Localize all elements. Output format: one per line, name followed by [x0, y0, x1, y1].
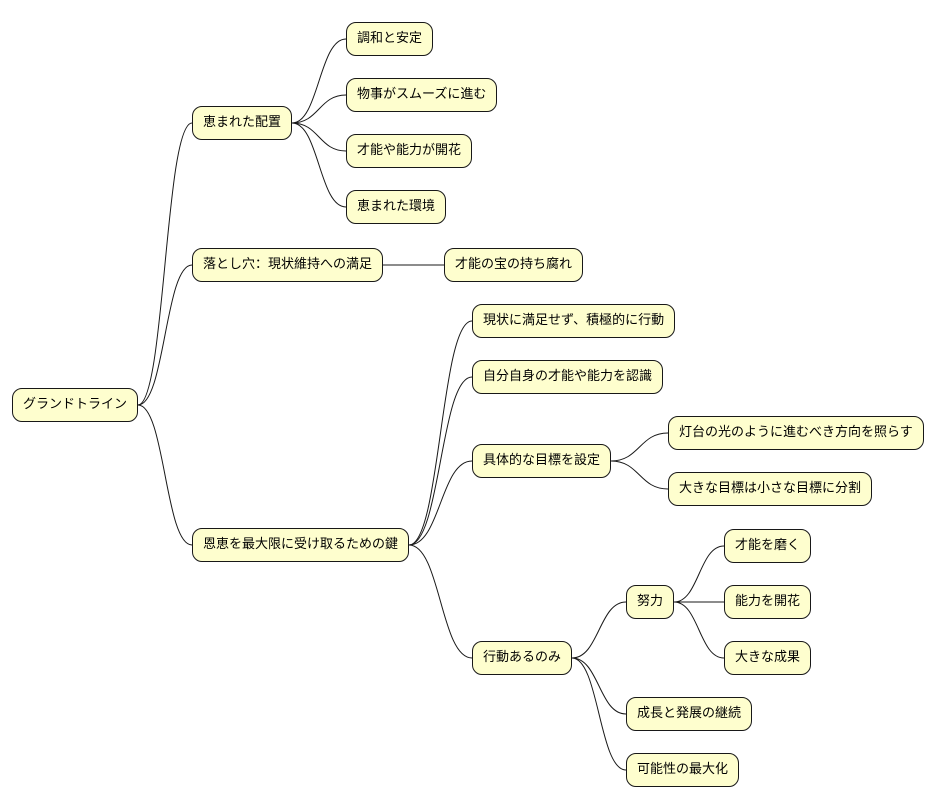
connector-line [291, 38, 347, 124]
leaf-node-continued-growth: 成長と発展の継続 [626, 697, 753, 731]
leaf-node-wasted-talent: 才能の宝の持ち腐れ [444, 248, 584, 282]
connector-line [137, 122, 193, 406]
connector-line [408, 544, 473, 659]
connector-line [673, 601, 725, 659]
branch-node-pitfall: 落とし穴：現状維持への満足 [192, 248, 384, 282]
leaf-node-talent-blossoms: 才能や能力が開花 [346, 134, 473, 168]
leaf-node-lighthouse: 灯台の光のように進むべき方向を照らす [668, 416, 924, 450]
leaf-node-develop-ability: 能力を開花 [724, 585, 812, 619]
node-action-only: 行動あるのみ [472, 641, 573, 675]
connector-line [137, 404, 193, 546]
connector-line [137, 264, 193, 406]
leaf-node-polish-talent: 才能を磨く [724, 529, 812, 563]
node-set-concrete-goals: 具体的な目標を設定 [472, 444, 612, 478]
leaf-node-act-proactively: 現状に満足せず、積極的に行動 [472, 304, 676, 338]
leaf-node-maximize-potential: 可能性の最大化 [626, 753, 740, 787]
connector-line [408, 460, 473, 546]
leaf-node-harmony-stability: 調和と安定 [346, 22, 434, 56]
leaf-node-things-go-smoothly: 物事がスムーズに進む [346, 78, 498, 112]
root-node: グランドトライン [12, 388, 139, 422]
connector-line [408, 320, 473, 546]
connector-line [571, 657, 627, 771]
connector-line [610, 460, 669, 490]
connector-line [408, 376, 473, 546]
leaf-node-recognize-abilities: 自分自身の才能や能力を認識 [472, 360, 664, 394]
connector-line [673, 545, 725, 603]
leaf-node-split-goals: 大きな目標は小さな目標に分割 [668, 472, 873, 506]
connector-line [571, 657, 627, 715]
connector-line [291, 122, 347, 152]
connector-line [291, 94, 347, 124]
connector-line [571, 601, 627, 659]
leaf-node-blessed-environment: 恵まれた環境 [346, 190, 447, 224]
branch-node-favorable-placement: 恵まれた配置 [192, 106, 293, 140]
connector-line [291, 122, 347, 208]
connector-line [610, 432, 669, 462]
leaf-node-great-results: 大きな成果 [724, 641, 812, 675]
node-effort: 努力 [626, 585, 675, 619]
branch-node-keys-to-benefit: 恩恵を最大限に受け取るための鍵 [192, 528, 410, 562]
